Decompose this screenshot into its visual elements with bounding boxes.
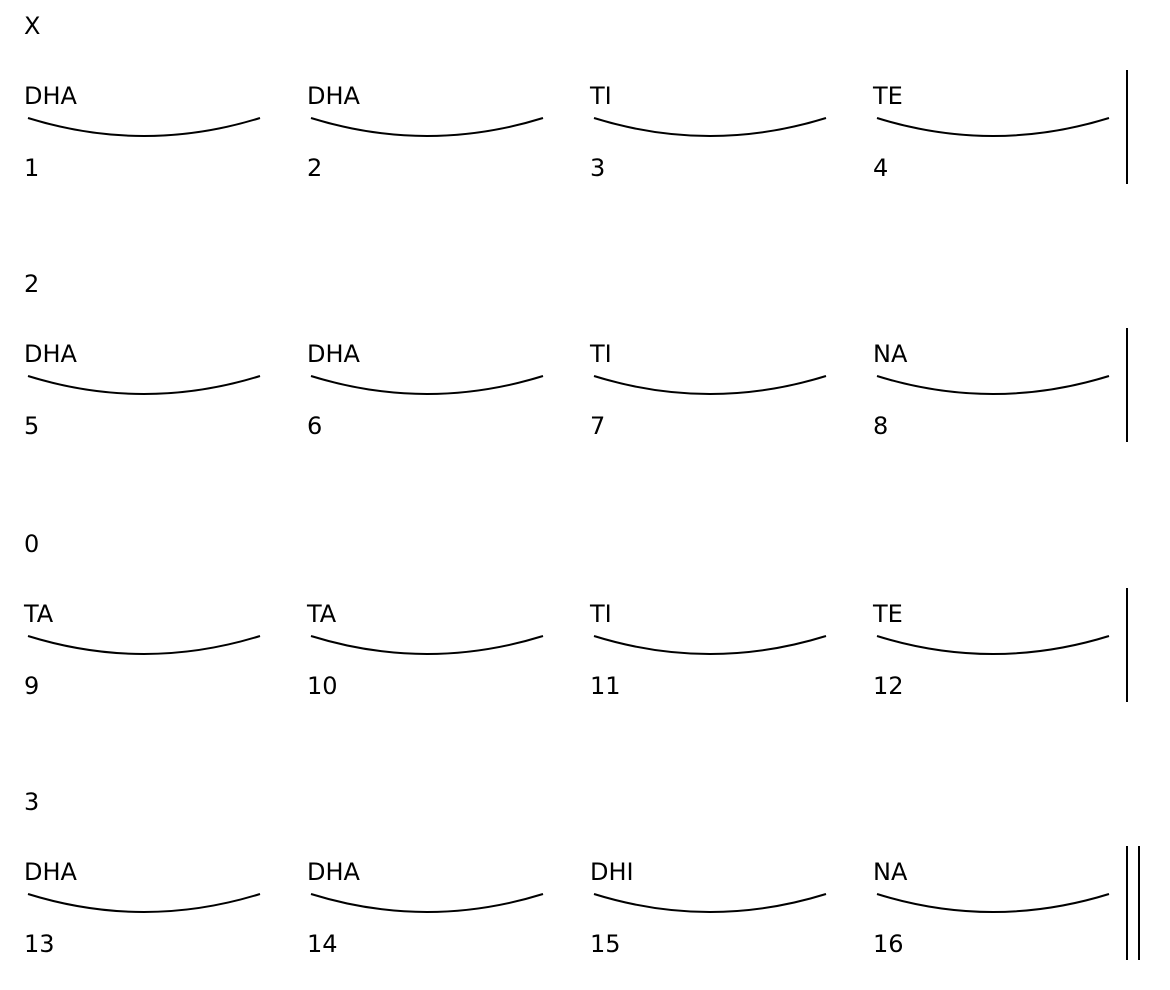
beat: TE 12 bbox=[873, 602, 1143, 732]
barline bbox=[1126, 588, 1128, 702]
slur-arc bbox=[27, 893, 261, 913]
beat-number: 4 bbox=[873, 154, 889, 182]
beat-number: 8 bbox=[873, 412, 889, 440]
beat: NA 16 bbox=[873, 860, 1143, 990]
beat: TI 11 bbox=[590, 602, 860, 732]
beat: TA 10 bbox=[307, 602, 577, 732]
beat: DHA 6 bbox=[307, 342, 577, 472]
bol-syllable: DHA bbox=[24, 82, 77, 110]
slur-arc bbox=[593, 117, 827, 137]
beat-number: 1 bbox=[24, 154, 40, 182]
slur-arc bbox=[310, 635, 544, 655]
beat: DHA 2 bbox=[307, 84, 577, 214]
section-marker: 3 bbox=[24, 788, 40, 816]
section-marker: X bbox=[24, 12, 41, 40]
beat-number: 6 bbox=[307, 412, 323, 440]
bol-syllable: TE bbox=[873, 82, 903, 110]
slur-arc bbox=[593, 375, 827, 395]
final-barline bbox=[1126, 846, 1128, 960]
beat-number: 16 bbox=[873, 930, 904, 958]
slur-arc bbox=[593, 893, 827, 913]
slur-arc bbox=[310, 893, 544, 913]
bol-syllable: DHA bbox=[24, 340, 77, 368]
beat: TA 9 bbox=[24, 602, 294, 732]
beat-number: 11 bbox=[590, 672, 621, 700]
beat: TI 3 bbox=[590, 84, 860, 214]
bol-syllable: TE bbox=[873, 600, 903, 628]
beat-number: 2 bbox=[307, 154, 323, 182]
bol-syllable: TI bbox=[590, 340, 612, 368]
slur-arc bbox=[876, 635, 1110, 655]
slur-arc bbox=[27, 635, 261, 655]
beat-number: 13 bbox=[24, 930, 55, 958]
beat: TI 7 bbox=[590, 342, 860, 472]
beat: DHI 15 bbox=[590, 860, 860, 990]
slur-arc bbox=[593, 635, 827, 655]
slur-arc bbox=[876, 117, 1110, 137]
beat-number: 9 bbox=[24, 672, 40, 700]
beat: TE 4 bbox=[873, 84, 1143, 214]
beat: DHA 5 bbox=[24, 342, 294, 472]
bol-syllable: DHA bbox=[24, 858, 77, 886]
beat-number: 5 bbox=[24, 412, 40, 440]
final-barline bbox=[1138, 846, 1140, 960]
bol-syllable: DHI bbox=[590, 858, 634, 886]
bol-syllable: DHA bbox=[307, 858, 360, 886]
bol-syllable: TA bbox=[307, 600, 337, 628]
bol-syllable: TI bbox=[590, 82, 612, 110]
slur-arc bbox=[310, 375, 544, 395]
section-marker: 0 bbox=[24, 530, 40, 558]
bol-syllable: NA bbox=[873, 858, 908, 886]
beat-number: 12 bbox=[873, 672, 904, 700]
bol-syllable: DHA bbox=[307, 82, 360, 110]
beat-number: 3 bbox=[590, 154, 606, 182]
bol-syllable: DHA bbox=[307, 340, 360, 368]
slur-arc bbox=[310, 117, 544, 137]
slur-arc bbox=[27, 117, 261, 137]
bol-syllable: NA bbox=[873, 340, 908, 368]
beat-number: 7 bbox=[590, 412, 606, 440]
bol-syllable: TA bbox=[24, 600, 54, 628]
beat: NA 8 bbox=[873, 342, 1143, 472]
barline bbox=[1126, 70, 1128, 184]
beat: DHA 13 bbox=[24, 860, 294, 990]
slur-arc bbox=[27, 375, 261, 395]
beat: DHA 14 bbox=[307, 860, 577, 990]
beat-number: 10 bbox=[307, 672, 338, 700]
slur-arc bbox=[876, 893, 1110, 913]
barline bbox=[1126, 328, 1128, 442]
section-marker: 2 bbox=[24, 270, 40, 298]
bol-syllable: TI bbox=[590, 600, 612, 628]
slur-arc bbox=[876, 375, 1110, 395]
beat-number: 15 bbox=[590, 930, 621, 958]
beat: DHA 1 bbox=[24, 84, 294, 214]
beat-number: 14 bbox=[307, 930, 338, 958]
